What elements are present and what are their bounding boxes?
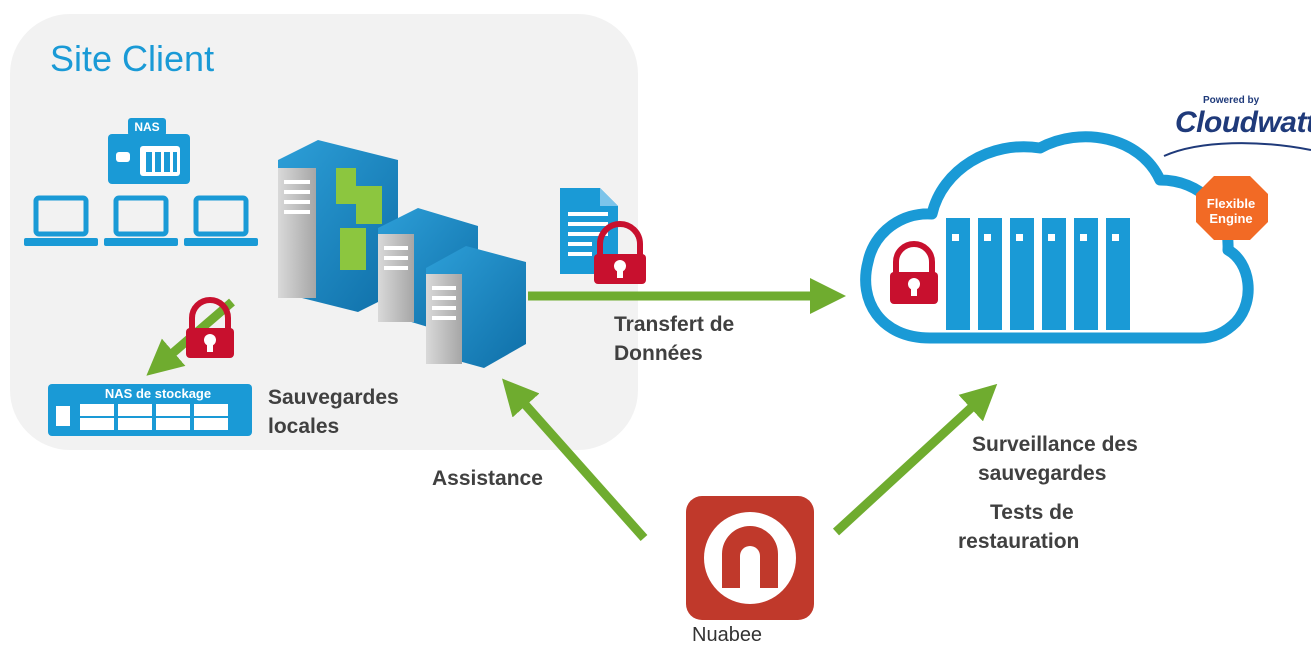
tests-line1: Tests de (990, 501, 1074, 524)
assistance-label: Assistance (432, 467, 543, 490)
monitoring-line1: Surveillance des (972, 433, 1138, 456)
nas-device-icon (108, 118, 190, 184)
tests-label: Tests de restauration (958, 498, 1079, 556)
lock-icon (594, 221, 646, 284)
flexible-engine-line2: Engine (1209, 211, 1253, 226)
nuabee-logo-icon (686, 496, 814, 620)
lock-icon (890, 241, 938, 304)
nas-storage-label: NAS de stockage (104, 386, 212, 401)
nuabee-label: Nuabee (692, 624, 763, 646)
site-client-title: Site Client (50, 38, 215, 79)
cloudwatt-logo: Cloudwatt (1175, 106, 1311, 139)
tests-line2: restauration (958, 530, 1080, 553)
local-backups-label: Sauvegardes locales (268, 383, 399, 441)
local-backups-line2: locales (268, 415, 340, 438)
cloudwatt-swoosh-icon (1163, 142, 1311, 157)
flexible-engine-badge-icon (1196, 176, 1268, 240)
server-icon (426, 246, 526, 368)
nas-storage-icon (48, 384, 252, 436)
local-backups-line1: Sauvegardes (268, 386, 399, 409)
laptop-icon (184, 195, 258, 246)
transfer-label: Transfert de Données (614, 310, 734, 368)
transfer-line1: Transfert de (614, 313, 735, 336)
nas-label: NAS (134, 120, 160, 134)
cloud-storage-icon (860, 131, 1254, 344)
monitoring-line2: sauvegardes (978, 462, 1107, 485)
monitoring-arrow (832, 383, 998, 536)
flexible-engine-label: Flexible Engine (1196, 196, 1266, 226)
monitoring-label: Surveillance des sauvegardes (972, 430, 1138, 488)
lock-icon (186, 297, 234, 358)
assistance-arrow (502, 378, 648, 541)
transfer-line2: Données (614, 342, 703, 365)
green-connector-icon (336, 168, 382, 270)
flexible-engine-line1: Flexible (1206, 196, 1256, 211)
powered-by-label: Powered by (1203, 95, 1260, 106)
laptop-icon (24, 195, 98, 246)
laptop-icon (104, 195, 178, 246)
server-icon (278, 140, 398, 312)
document-icon (560, 188, 618, 274)
